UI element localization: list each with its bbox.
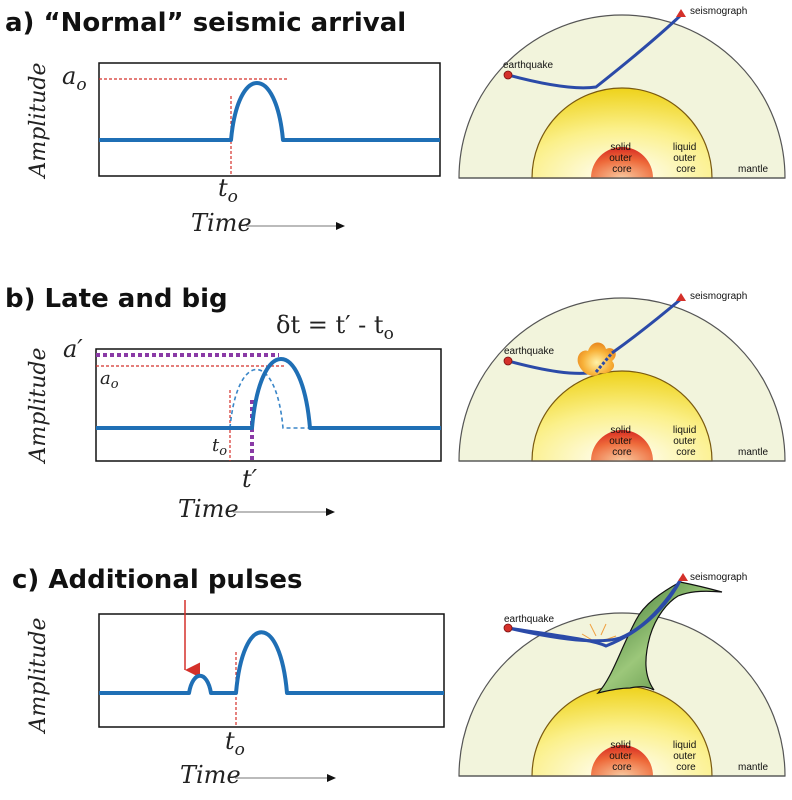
panel-c-plot-frame <box>98 613 445 728</box>
earth-c-seismograph-marker <box>678 573 688 581</box>
panel-a-amplitude-label: ao <box>62 62 87 95</box>
earth-a-earthquake-label: earthquake <box>503 60 553 71</box>
panel-a-time-label: to <box>218 174 238 207</box>
panel-b-delay-equation: δt = t′ - to <box>276 311 394 344</box>
panel-a: a) “Normal” seismic arrival Amplitude ao… <box>5 8 441 237</box>
panel-b: b) Late and big δt = t′ - to Amplitude a… <box>5 284 442 523</box>
earth-b-ray-path-upper <box>611 297 682 355</box>
earth-c-scatter-rays <box>581 623 617 641</box>
panel-b-normal-time-label: to <box>212 435 227 459</box>
earth-b-mantle-label: mantle <box>738 447 768 458</box>
panel-b-heading: b) Late and big <box>5 284 228 314</box>
earth-a-seismograph-label: seismograph <box>690 6 747 17</box>
panel-b-late-waveform <box>96 357 441 430</box>
earth-a-seismograph-marker <box>676 9 686 17</box>
earth-b-ray-path-through-anomaly <box>594 352 614 373</box>
earth-c-seismograph-label: seismograph <box>690 572 747 583</box>
earth-b-earthquake-marker <box>503 356 513 366</box>
earth-b-seismograph-label: seismograph <box>690 291 747 302</box>
earth-c-earthquake-label: earthquake <box>504 614 554 625</box>
earth-c-solid-core-label: solid outer core <box>609 740 635 773</box>
earth-b-velocity-anomaly <box>577 342 616 376</box>
panel-a-x-axis-label: Time <box>191 209 252 237</box>
panel-c-heading: c) Additional pulses <box>12 565 302 595</box>
panel-b-late-amplitude-label: a′ <box>63 335 83 363</box>
earth-a-solid-core-label: solid outer core <box>609 142 635 175</box>
earth-b-seismograph-marker <box>676 293 686 301</box>
earth-a-liquid-core-label: liquid outer core <box>673 142 699 175</box>
earth-c-ray-path-scattered <box>507 578 683 648</box>
panel-a-heading: a) “Normal” seismic arrival <box>5 8 406 38</box>
earth-c-mantle-label: mantle <box>738 762 768 773</box>
panel-b-y-axis-label: Amplitude <box>26 347 51 464</box>
panel-c-x-axis-label: Time <box>180 761 241 789</box>
earth-section-c: earthquake seismograph mantle solid oute… <box>458 572 786 777</box>
earth-a-mantle-label: mantle <box>738 164 768 175</box>
panel-b-late-time-label: t′ <box>242 465 258 493</box>
earth-c-plume <box>596 581 723 695</box>
earth-b-earthquake-label: earthquake <box>504 346 554 357</box>
panel-a-plot-frame <box>98 62 441 177</box>
earth-b-solid-core-label: solid outer core <box>609 425 635 458</box>
panel-a-waveform <box>99 81 440 142</box>
panel-b-normal-waveform <box>229 368 310 429</box>
earth-section-a: earthquake seismograph mantle solid oute… <box>458 6 786 179</box>
earth-a-ray-path <box>507 13 683 90</box>
panel-a-y-axis-label: Amplitude <box>26 62 51 179</box>
earth-section-b: earthquake seismograph mantle solid oute… <box>458 291 786 462</box>
panel-b-normal-amplitude-label: ao <box>100 368 119 392</box>
panel-c-waveform <box>99 630 444 695</box>
panel-c: c) Additional pulses Amplitude to Time <box>12 565 445 789</box>
earth-a-earthquake-marker <box>503 70 513 80</box>
panel-b-x-axis-label: Time <box>178 495 239 523</box>
earth-c-earthquake-marker <box>503 623 513 633</box>
earth-b-liquid-core-label: liquid outer core <box>673 425 699 458</box>
panel-c-time-label: to <box>225 727 245 760</box>
panel-c-y-axis-label: Amplitude <box>26 617 51 734</box>
earth-c-liquid-core-label: liquid outer core <box>673 740 699 773</box>
